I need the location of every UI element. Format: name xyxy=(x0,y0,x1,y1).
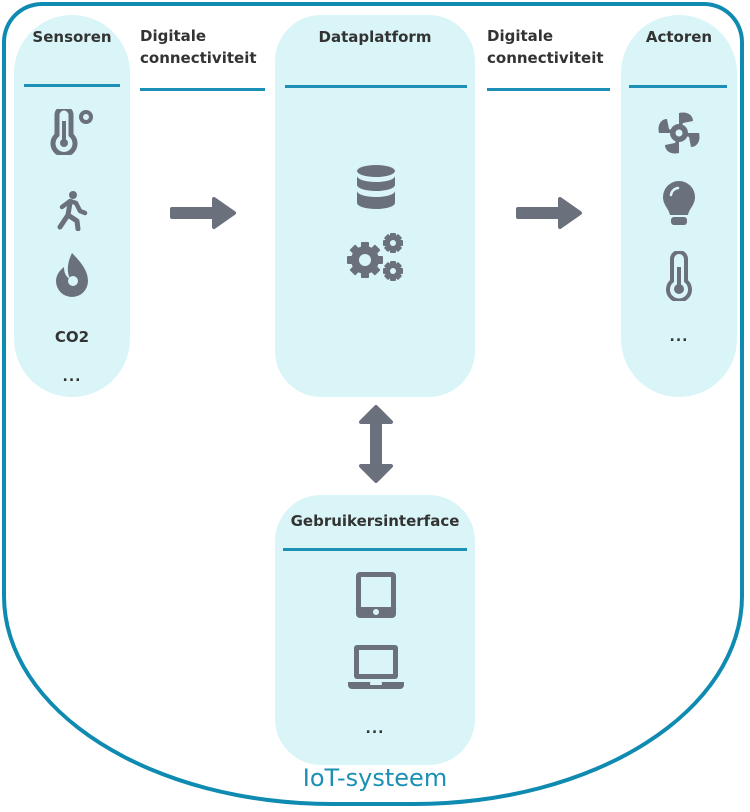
database-icon xyxy=(355,163,397,213)
connectivity-left-line1: Digitale xyxy=(140,27,207,45)
dataplatform-divider xyxy=(285,85,467,88)
iot-system-boundary xyxy=(2,2,744,806)
arrow-bidirectional-icon xyxy=(358,404,394,484)
actors-title: Actoren xyxy=(645,28,713,46)
iot-system-label: IoT-systeem xyxy=(302,764,448,792)
thermometer-icon xyxy=(665,251,693,301)
connectivity-left-label: Digitale connectiviteit xyxy=(140,25,257,69)
sensors-panel: Sensoren CO2 ... xyxy=(14,15,130,397)
thermometer-degree-icon xyxy=(48,109,98,155)
arrow-right-icon xyxy=(168,196,238,230)
dataplatform-title: Dataplatform xyxy=(318,28,432,46)
arrow-right-icon xyxy=(514,196,584,230)
sensors-divider xyxy=(24,84,120,87)
light-bulb-icon xyxy=(661,179,697,227)
connectivity-right-divider xyxy=(487,88,610,91)
user-interface-title: Gebruikersinterface xyxy=(290,512,460,530)
tablet-icon xyxy=(355,571,397,619)
walking-person-icon xyxy=(54,191,88,231)
connectivity-right-line2: connectiviteit xyxy=(487,49,604,67)
connectivity-left-divider xyxy=(140,88,265,91)
actors-divider xyxy=(629,85,727,88)
fan-icon xyxy=(655,109,703,157)
user-interface-divider xyxy=(283,548,467,551)
co2-label: CO2 xyxy=(54,328,90,346)
user-interface-panel: Gebruikersinterface ... xyxy=(275,495,475,765)
sensors-title: Sensoren xyxy=(32,28,112,46)
user-interface-more: ... xyxy=(365,721,385,737)
laptop-icon xyxy=(347,643,405,691)
dataplatform-panel: Dataplatform xyxy=(275,15,475,397)
flame-icon xyxy=(54,251,90,297)
connectivity-right-line1: Digitale xyxy=(487,27,554,45)
actors-more: ... xyxy=(669,329,689,345)
sensors-more: ... xyxy=(62,369,82,385)
connectivity-left-line2: connectiviteit xyxy=(140,49,257,67)
actors-panel: Actoren ... xyxy=(621,15,737,397)
connectivity-right-label: Digitale connectiviteit xyxy=(487,25,604,69)
gears-icon xyxy=(345,233,407,283)
